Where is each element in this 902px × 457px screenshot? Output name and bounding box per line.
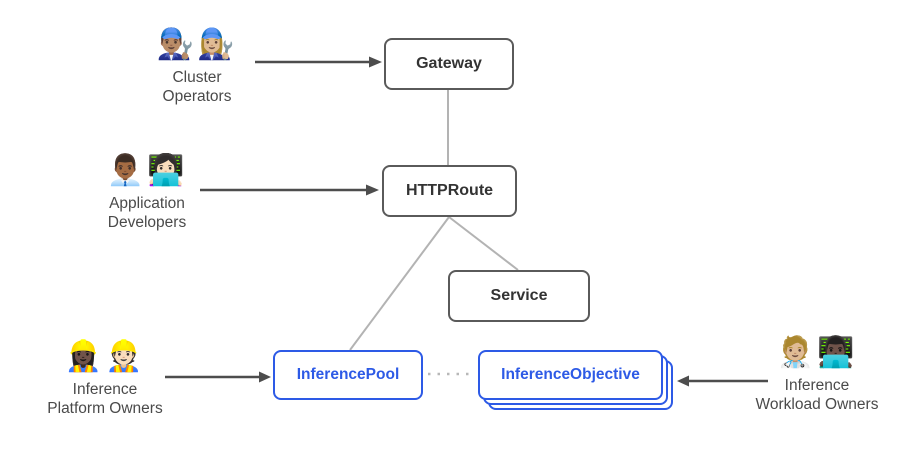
actor-inference-platform-owners: 👷🏿‍♀️👷🏻 Inference Platform Owners [5, 338, 205, 418]
application-developers-label-line1: Application [109, 195, 185, 212]
man-mechanic-icon: 👨🏽‍🔧 [156, 28, 197, 61]
inference-pool-label: InferencePool [296, 366, 400, 383]
inference-objective-label: InferenceObjective [501, 366, 640, 383]
actor-inference-workload-owners: 🧑🏼‍⚕️👨🏿‍💻 Inference Workload Owners [717, 334, 902, 414]
node-httproute: HTTPRoute [382, 165, 517, 217]
gateway-label: Gateway [416, 55, 482, 72]
arrow-application-developers-to-httproute [200, 184, 379, 196]
node-inference-objective: InferenceObjective [478, 350, 663, 400]
cluster-operators-icons: 👨🏽‍🔧👩🏼‍🔧 [157, 26, 238, 64]
man-construction-worker-icon: 👷🏻 [105, 340, 146, 373]
inference-platform-owners-label-line1: Inference [72, 381, 138, 398]
inference-platform-owners-icons: 👷🏿‍♀️👷🏻 [65, 338, 146, 376]
woman-technologist-icon: 👩🏻‍💻 [147, 154, 188, 187]
connector-httproute-service [448, 216, 519, 271]
health-worker-icon: 🧑🏼‍⚕️ [776, 336, 817, 369]
woman-mechanic-icon: 👩🏼‍🔧 [197, 28, 238, 61]
woman-construction-worker-icon: 👷🏿‍♀️ [64, 340, 105, 373]
cluster-operators-label-line1: Cluster [172, 69, 222, 86]
arrow-cluster-operators-to-gateway [255, 56, 382, 68]
node-inference-pool: InferencePool [273, 350, 423, 400]
actor-cluster-operators: 👨🏽‍🔧👩🏼‍🔧 Cluster Operators [97, 26, 297, 106]
arrow-platform-owners-to-inferencepool [165, 371, 271, 383]
application-developers-label-line2: Developers [107, 214, 187, 231]
node-gateway: Gateway [384, 38, 514, 90]
node-service: Service [448, 270, 590, 322]
service-label: Service [490, 287, 548, 304]
man-technologist-icon: 👨🏿‍💻 [817, 336, 858, 369]
inference-workload-owners-label: Inference Workload Owners [756, 376, 879, 414]
connector-httproute-inferencepool [349, 216, 450, 351]
cluster-operators-label-line2: Operators [162, 88, 232, 105]
arrow-workload-owners-to-inferenceobjective [677, 375, 768, 387]
httproute-label: HTTPRoute [405, 182, 494, 199]
application-developers-icons: 👨🏾‍💼👩🏻‍💻 [107, 152, 188, 190]
cluster-operators-label: Cluster Operators [163, 68, 232, 106]
application-developers-label: Application Developers [108, 194, 186, 232]
inference-platform-owners-label-line2: Platform Owners [47, 400, 163, 417]
man-office-worker-icon: 👨🏾‍💼 [106, 154, 147, 187]
actor-application-developers: 👨🏾‍💼👩🏻‍💻 Application Developers [47, 152, 247, 232]
inference-workload-owners-icons: 🧑🏼‍⚕️👨🏿‍💻 [777, 334, 858, 372]
inference-workload-owners-label-line2: Workload Owners [755, 396, 879, 413]
inference-workload-owners-label-line1: Inference [784, 377, 850, 394]
inference-platform-owners-label: Inference Platform Owners [47, 380, 162, 418]
